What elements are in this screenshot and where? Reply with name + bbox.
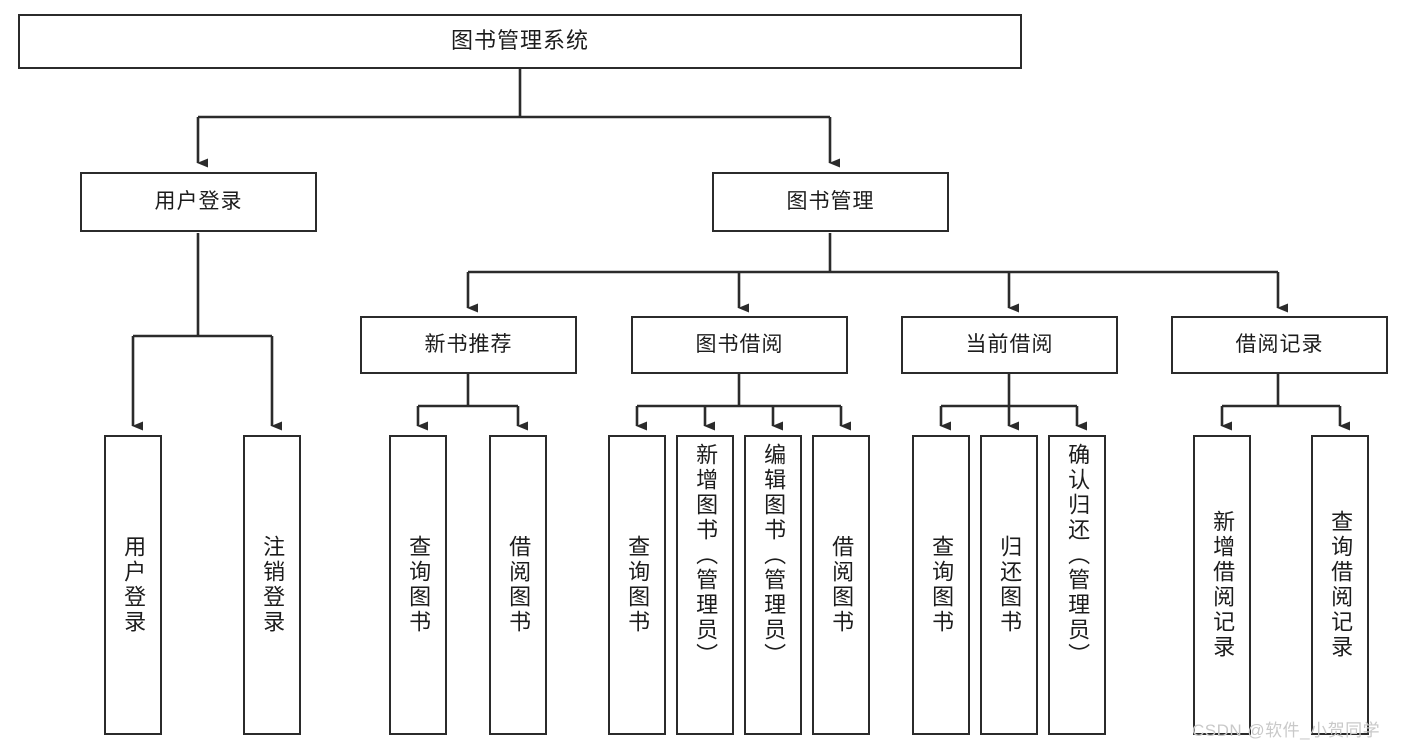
node-label: 归还图书: [997, 535, 1023, 635]
node-label: 查询图书: [929, 535, 955, 635]
node-root-system[interactable]: 图书管理系统: [18, 14, 1022, 69]
node-leaf-user-logout[interactable]: 注销登录: [243, 435, 301, 735]
node-leaf-add-record[interactable]: 新增借阅记录: [1193, 435, 1251, 735]
node-label: 当前借阅: [965, 333, 1054, 357]
node-label: 用户登录: [154, 190, 243, 214]
node-label: 查询图书: [625, 535, 651, 635]
csdn-watermark: CSDN @软件_小贺同学: [1192, 721, 1381, 740]
node-current-borrow[interactable]: 当前借阅: [901, 316, 1118, 374]
node-new-book-recommend[interactable]: 新书推荐: [360, 316, 577, 374]
node-label: 图书借阅: [695, 333, 784, 357]
node-book-borrow[interactable]: 图书借阅: [631, 316, 848, 374]
node-label: 注销登录: [260, 535, 286, 635]
node-leaf-borrow-book-2[interactable]: 借阅图书: [812, 435, 870, 735]
node-leaf-query-book-1[interactable]: 查询图书: [389, 435, 447, 735]
node-leaf-add-book[interactable]: 新增图书（管理员）: [676, 435, 734, 735]
node-label: 新书推荐: [424, 333, 513, 357]
node-label: 图书管理: [786, 190, 875, 214]
node-label: 新增借阅记录: [1210, 510, 1236, 660]
node-label: 借阅图书: [506, 535, 532, 635]
node-leaf-edit-book[interactable]: 编辑图书（管理员）: [744, 435, 802, 735]
node-label: 编辑图书（管理员）: [761, 443, 787, 668]
node-label: 确认归还（管理员）: [1065, 443, 1091, 668]
node-leaf-return-book[interactable]: 归还图书: [980, 435, 1038, 735]
node-label: 用户登录: [121, 535, 147, 635]
node-leaf-borrow-book-1[interactable]: 借阅图书: [489, 435, 547, 735]
node-label: 图书管理系统: [450, 28, 589, 54]
node-leaf-user-login[interactable]: 用户登录: [104, 435, 162, 735]
node-label: 查询图书: [406, 535, 432, 635]
node-leaf-query-book-2[interactable]: 查询图书: [608, 435, 666, 735]
node-user-login[interactable]: 用户登录: [80, 172, 317, 232]
node-label: 借阅图书: [829, 535, 855, 635]
node-label: 新增图书（管理员）: [693, 443, 719, 668]
node-leaf-query-book-3[interactable]: 查询图书: [912, 435, 970, 735]
node-leaf-query-record[interactable]: 查询借阅记录: [1311, 435, 1369, 735]
node-label: 借阅记录: [1235, 333, 1324, 357]
node-borrow-record[interactable]: 借阅记录: [1171, 316, 1388, 374]
node-book-management[interactable]: 图书管理: [712, 172, 949, 232]
node-label: 查询借阅记录: [1328, 510, 1354, 660]
node-leaf-confirm-return[interactable]: 确认归还（管理员）: [1048, 435, 1106, 735]
